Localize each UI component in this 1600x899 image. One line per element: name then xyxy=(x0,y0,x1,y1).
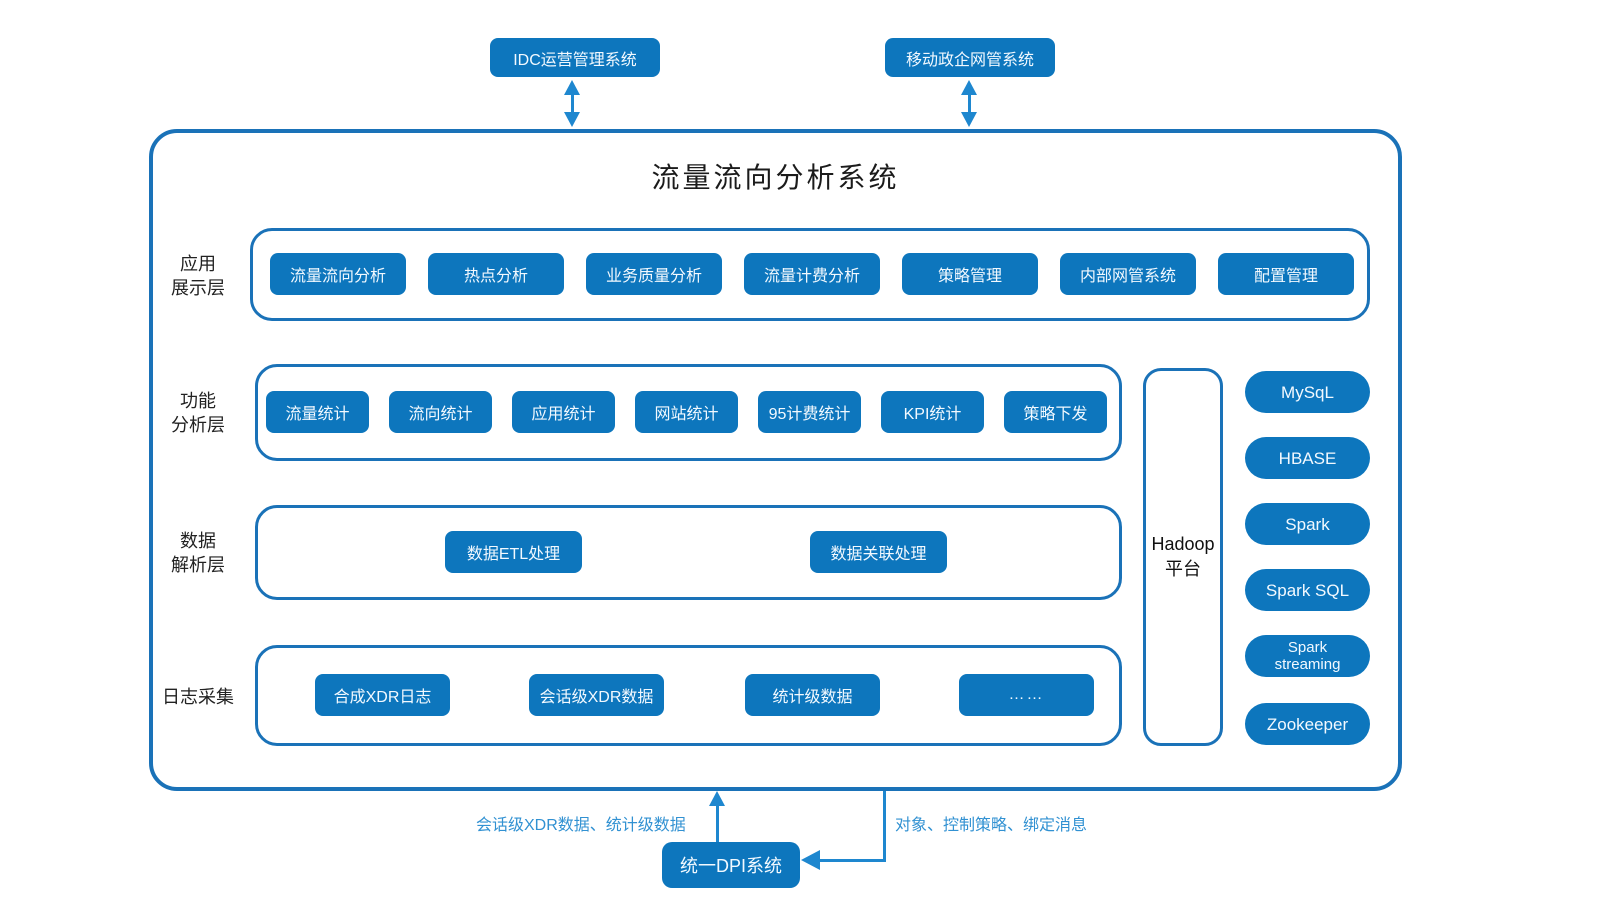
module-box: 95计费统计 xyxy=(758,391,861,433)
module-box: 内部网管系统 xyxy=(1060,253,1196,295)
tech-pill-zookeeper: Zookeeper xyxy=(1245,703,1370,745)
module-box: KPI统计 xyxy=(881,391,984,433)
external-system-idc: IDC运营管理系统 xyxy=(490,38,660,77)
tech-pill-spark-sql: Spark SQL xyxy=(1245,569,1370,611)
diagram-title: 流量流向分析系统 xyxy=(651,162,900,193)
module-box: 业务质量分析 xyxy=(586,253,722,295)
tech-pill-spark: Spark xyxy=(1245,503,1370,545)
module-box: 流量统计 xyxy=(266,391,369,433)
module-box: 流向统计 xyxy=(389,391,492,433)
module-box: 统计级数据 xyxy=(745,674,880,716)
tech-pill-spark-streaming: Spark streaming xyxy=(1245,635,1370,677)
dpi-system-box: 统一DPI系统 xyxy=(662,842,800,888)
module-box: 流量流向分析 xyxy=(270,253,406,295)
module-box: 策略下发 xyxy=(1004,391,1107,433)
module-box: 流量计费分析 xyxy=(744,253,880,295)
layer-label-data-parsing: 数据 解析层 xyxy=(171,531,225,575)
module-box-ellipsis: …… xyxy=(959,674,1094,716)
module-box: 热点分析 xyxy=(428,253,564,295)
external-system-mobile: 移动政企网管系统 xyxy=(885,38,1055,77)
module-box: 会话级XDR数据 xyxy=(529,674,664,716)
layer-label-function-analysis: 功能 分析层 xyxy=(171,391,225,435)
module-box: 数据关联处理 xyxy=(810,531,947,573)
hadoop-platform-box: Hadoop 平台 xyxy=(1143,368,1223,746)
upload-flow-label: 会话级XDR数据、统计级数据 xyxy=(476,817,686,834)
module-box: 合成XDR日志 xyxy=(315,674,450,716)
module-box: 网站统计 xyxy=(635,391,738,433)
layer-label-app-display: 应用 展示层 xyxy=(171,254,225,298)
layer-container-data-parsing xyxy=(255,505,1122,600)
module-box: 应用统计 xyxy=(512,391,615,433)
module-box: 配置管理 xyxy=(1218,253,1354,295)
module-box: 数据ETL处理 xyxy=(445,531,582,573)
layer-label-log-collection: 日志采集 xyxy=(162,687,234,707)
tech-pill-mysql: MySqL xyxy=(1245,371,1370,413)
tech-pill-hbase: HBASE xyxy=(1245,437,1370,479)
download-flow-label: 对象、控制策略、绑定消息 xyxy=(895,817,1088,834)
module-box: 策略管理 xyxy=(902,253,1038,295)
